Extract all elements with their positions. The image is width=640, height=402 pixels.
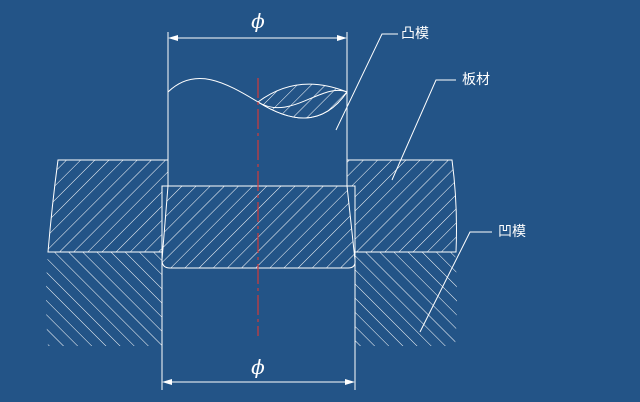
label-die: 凹模 — [498, 224, 526, 240]
dimension-top-symbol: ϕ — [251, 9, 265, 33]
label-sheet: 板材 — [462, 72, 490, 88]
dimension-bottom-symbol: ϕ — [251, 355, 265, 379]
leader-punch — [335, 33, 398, 131]
leader-die — [419, 231, 492, 333]
die-right — [355, 252, 457, 346]
punch-break-hatch — [257, 83, 348, 119]
die-left — [46, 252, 162, 346]
sheet-left — [47, 159, 169, 253]
dimension-bottom — [161, 346, 356, 390]
leader-sheet — [391, 79, 456, 181]
sheet-right — [346, 159, 457, 253]
dimension-top — [167, 32, 348, 92]
label-punch: 凸模 — [401, 26, 429, 42]
